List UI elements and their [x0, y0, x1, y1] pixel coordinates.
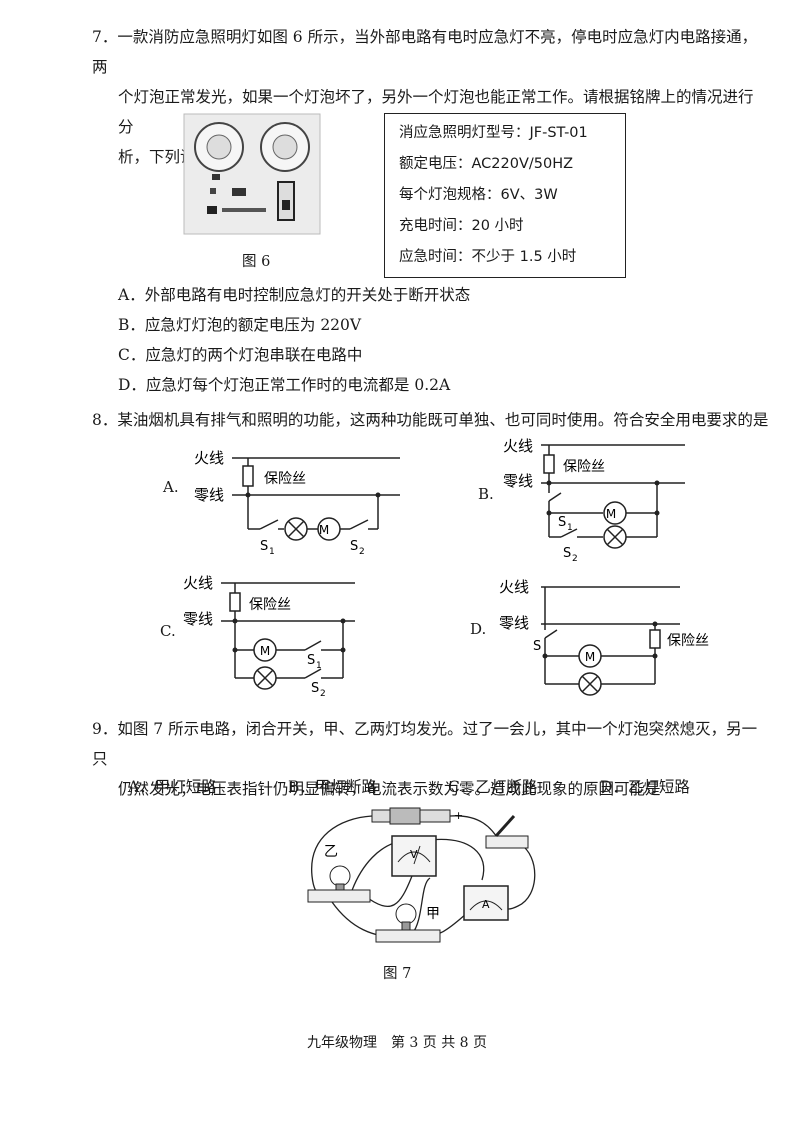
- q7-line2: 个灯泡正常发光，如果一个灯泡坏了，另外一个灯泡也能正常工作。请根据铭牌上的情况进…: [118, 88, 754, 136]
- live-wire-label: 火线: [503, 437, 533, 455]
- switch-s2-label: S: [311, 681, 319, 696]
- q9-option-c[interactable]: C．乙灯断路: [448, 778, 538, 796]
- live-wire-label: 火线: [183, 574, 213, 592]
- fuse-label: 保险丝: [667, 633, 709, 649]
- option-d-letter: D.: [470, 620, 487, 638]
- nameplate-line: 充电时间：20 小时: [399, 218, 524, 234]
- switch-s2-sub: 2: [572, 554, 578, 563]
- figure-7-caption: 图 7: [383, 966, 412, 982]
- switch-s2-sub: 2: [359, 547, 365, 556]
- fuse-label: 保险丝: [264, 471, 306, 487]
- voltmeter-label: V: [410, 848, 418, 861]
- switch-s2-label: S: [563, 546, 571, 561]
- lamp-jia-label: 甲: [426, 906, 440, 922]
- option-a-letter: A.: [163, 478, 179, 496]
- motor-label: M: [260, 644, 270, 658]
- q9-option-a[interactable]: A．甲灯短路: [128, 778, 217, 796]
- q7-stem: 7．一款消防应急照明灯如图 6 所示，当外部电路有电时应急灯不亮，停电时应急灯内…: [92, 22, 762, 172]
- q7-option-b[interactable]: B．应急灯灯泡的额定电压为 220V: [118, 316, 362, 334]
- emergency-light-photo: [183, 113, 321, 235]
- q7-option-d[interactable]: D．应急灯每个灯泡正常工作时的电流都是 0.2A: [118, 376, 451, 394]
- neutral-wire-label: 零线: [194, 486, 224, 504]
- nameplate-line: 每个灯泡规格：6V、3W: [399, 187, 558, 203]
- q7-options: A．外部电路有电时控制应急灯的开关处于断开状态 B．应急灯灯泡的额定电压为 22…: [118, 280, 738, 400]
- q9-option-d[interactable]: D．乙灯短路: [600, 778, 690, 796]
- circuit-b[interactable]: 火线 零线 保险丝 M S 1 S 2: [495, 433, 695, 563]
- live-wire-label: 火线: [194, 449, 224, 467]
- switch-s2-label: S: [350, 539, 358, 554]
- battery-plus-sign: +: [454, 809, 463, 822]
- fuse-label: 保险丝: [563, 459, 605, 475]
- ammeter-label: A: [482, 898, 490, 911]
- lamp-yi-label: 乙: [324, 844, 338, 860]
- switch-s2-sub: 2: [320, 689, 326, 698]
- q9-line2: 仍然发光；电压表指针仍明显偏转，电流表示数为零。造成此现象的原因可能是: [118, 780, 661, 798]
- q8-stem: 8．某油烟机具有排气和照明的功能，这两种功能既可单独、也可同时使用。符合安全用电…: [92, 411, 769, 429]
- motor-label: M: [606, 507, 616, 521]
- fuse-label: 保险丝: [249, 597, 291, 613]
- nameplate-box: 消应急照明灯型号：JF-ST-01 额定电压：AC220V/50HZ 每个灯泡规…: [384, 113, 626, 278]
- circuit-c[interactable]: 火线 零线 保险丝 M S 1 S 2: [175, 568, 375, 698]
- motor-label: M: [319, 523, 329, 537]
- nameplate-line: 额定电压：AC220V/50HZ: [399, 156, 574, 172]
- nameplate-line: 消应急照明灯型号：JF-ST-01: [399, 125, 588, 141]
- q7-option-c[interactable]: C．应急灯的两个灯泡串联在电路中: [118, 346, 363, 364]
- q9-option-b[interactable]: B．甲灯断路: [288, 778, 377, 796]
- q7-option-a[interactable]: A．外部电路有电时控制应急灯的开关处于断开状态: [118, 286, 471, 304]
- neutral-wire-label: 零线: [503, 472, 533, 490]
- nameplate-line: 应急时间：不少于 1.5 小时: [399, 249, 577, 265]
- q7-line1: 一款消防应急照明灯如图 6 所示，当外部电路有电时应急灯不亮，停电时应急灯内电路…: [92, 28, 758, 76]
- switch-s1-label: S: [558, 515, 566, 530]
- switch-s1-sub: 1: [567, 523, 573, 533]
- motor-label: M: [585, 650, 595, 664]
- option-c-letter: C.: [160, 622, 176, 640]
- q7-number: 7．: [92, 28, 118, 46]
- live-wire-label: 火线: [499, 578, 529, 596]
- q9-stem: 9．如图 7 所示电路，闭合开关，甲、乙两灯均发光。过了一会儿，其中一个灯泡突然…: [92, 714, 772, 804]
- switch-s1-label: S: [260, 539, 268, 554]
- circuit-a[interactable]: 火线 零线 保险丝 M S 1 S 2: [160, 438, 410, 556]
- q9-line1: 9．如图 7 所示电路，闭合开关，甲、乙两灯均发光。过了一会儿，其中一个灯泡突然…: [92, 720, 758, 768]
- switch-s1-label: S: [307, 653, 315, 668]
- option-b-letter: B.: [478, 485, 494, 503]
- figure-6-caption: 图 6: [242, 254, 271, 270]
- switch-s-label: S: [533, 639, 541, 654]
- page-footer: 九年级物理 第 3 页 共 8 页: [306, 1035, 488, 1051]
- switch-s1-sub: 1: [269, 547, 275, 556]
- circuit-d[interactable]: 火线 零线 保险丝 M S: [495, 572, 730, 702]
- neutral-wire-label: 零线: [499, 614, 529, 632]
- neutral-wire-label: 零线: [183, 610, 213, 628]
- switch-s1-sub: 1: [316, 661, 322, 671]
- figure-7-circuit: + V A 乙 甲: [307, 807, 536, 943]
